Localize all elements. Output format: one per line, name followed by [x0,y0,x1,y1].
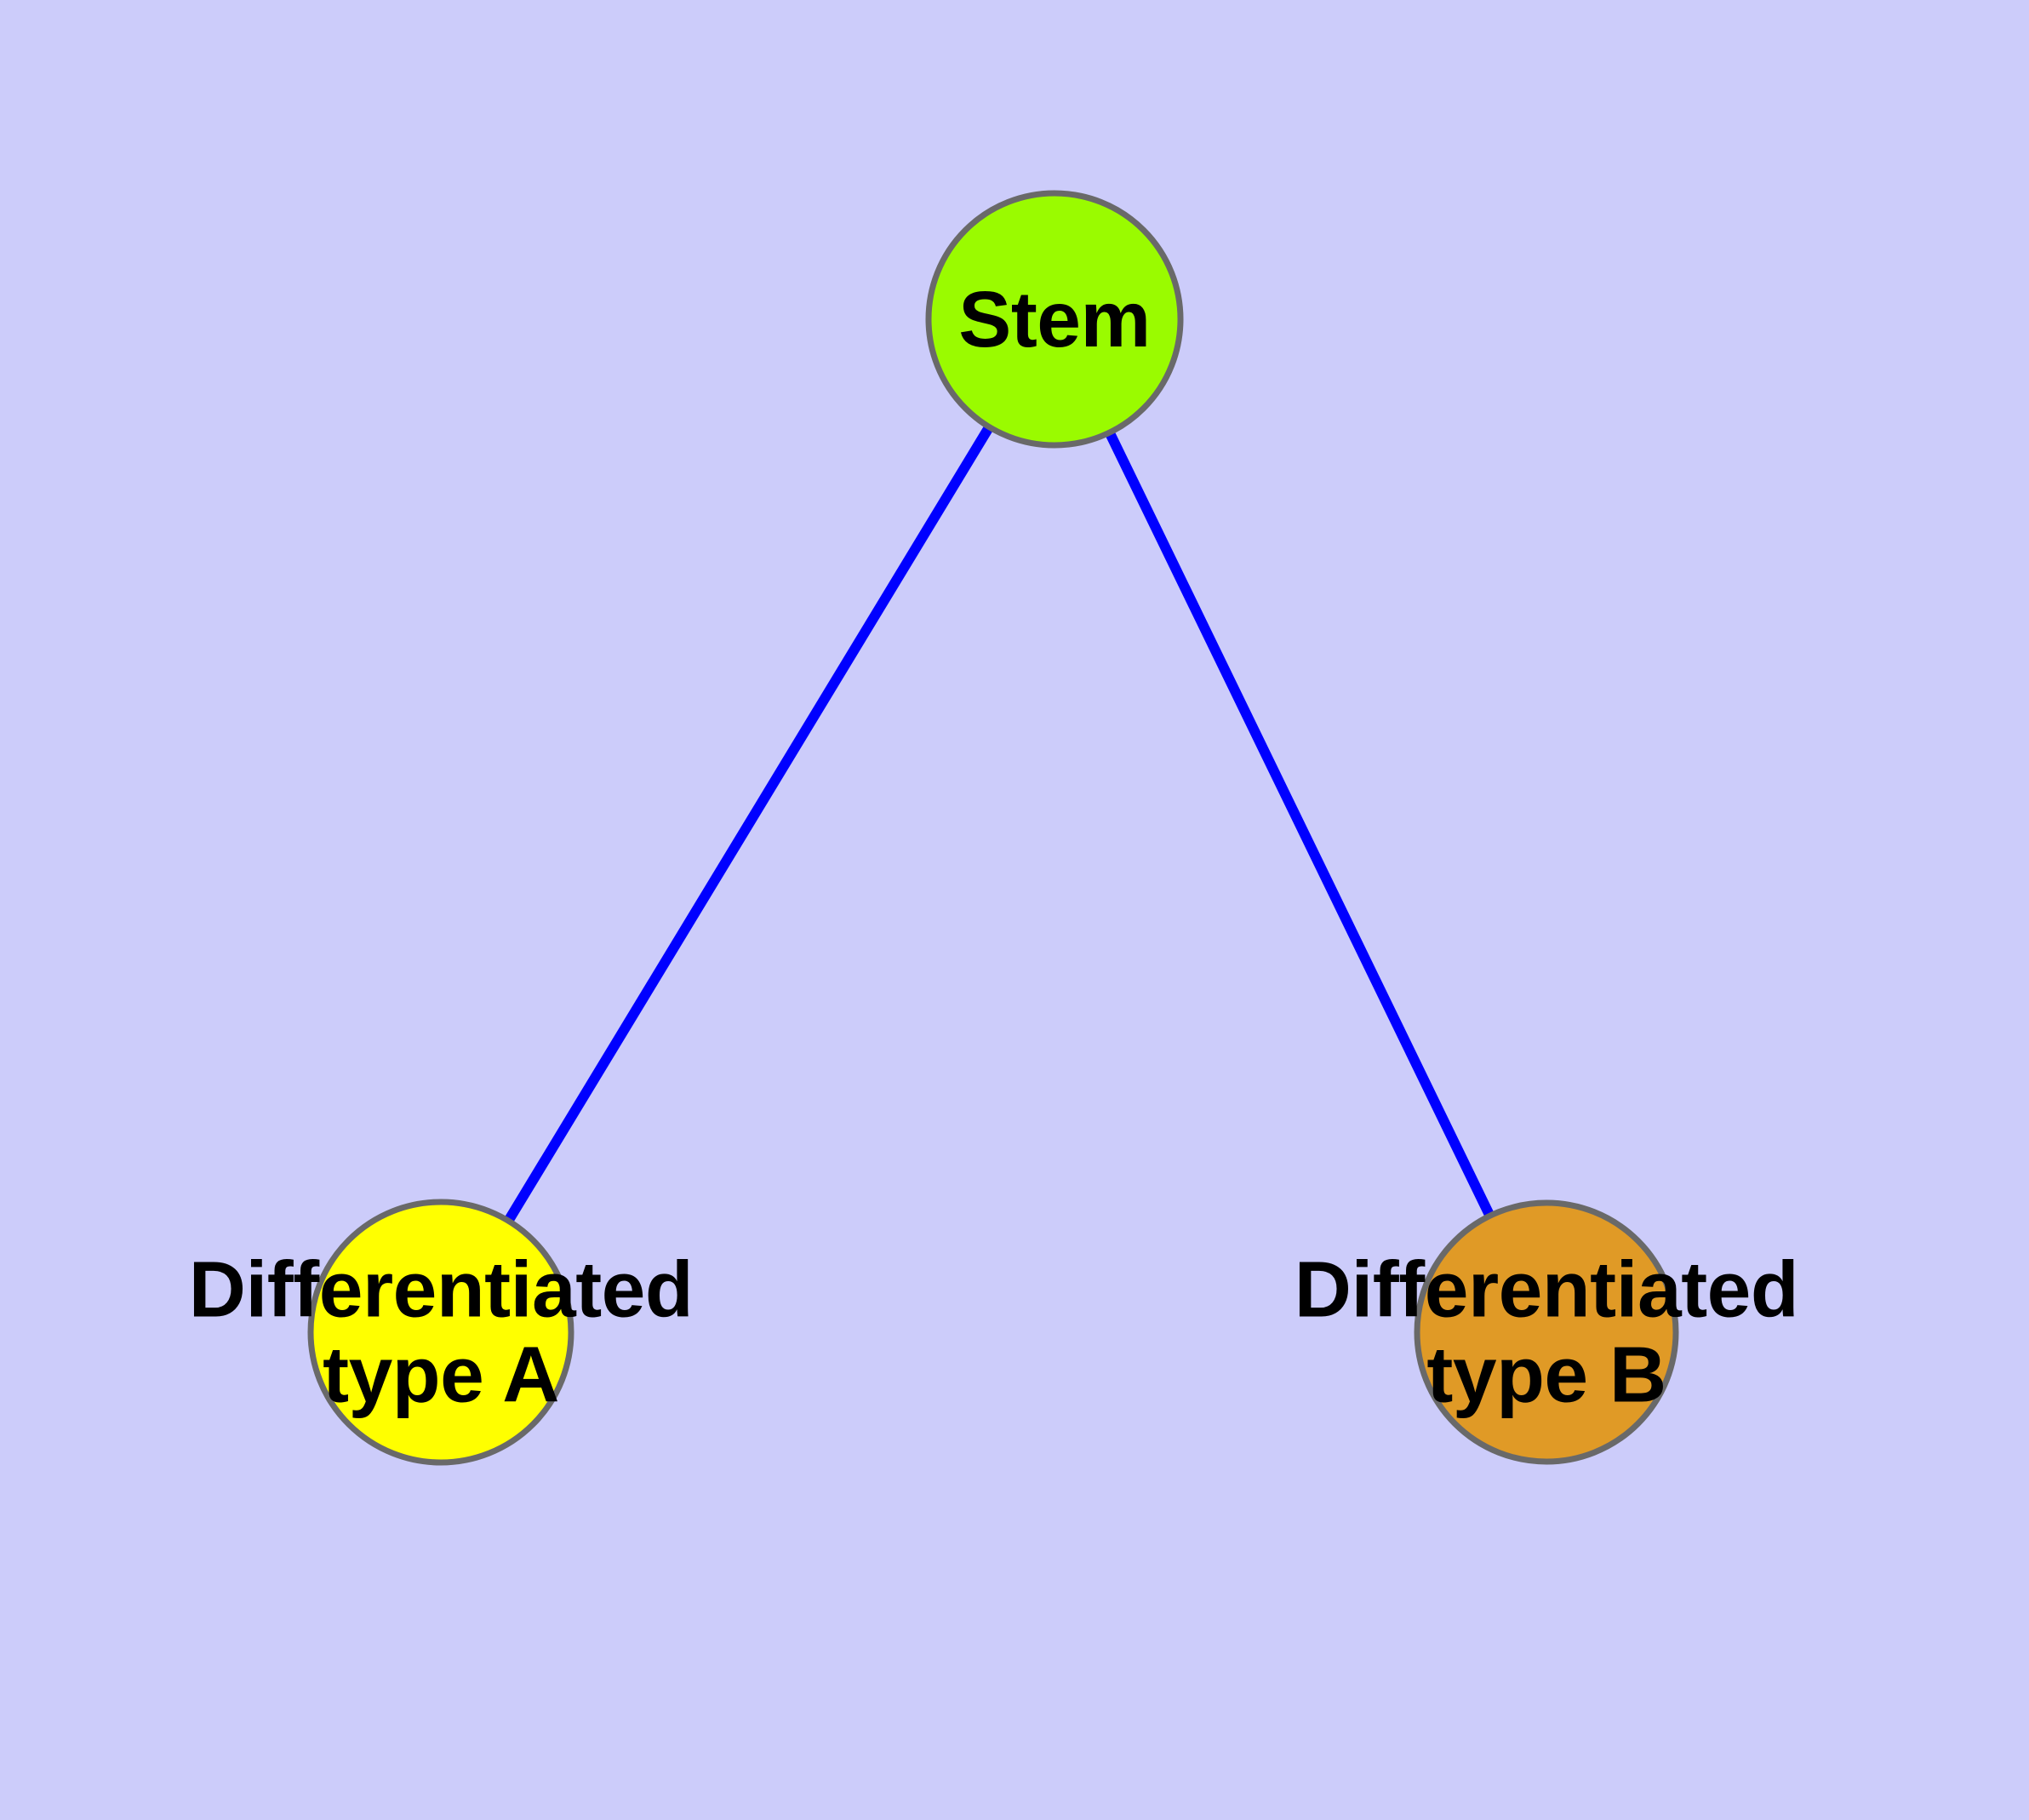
node-circle-diff-a[interactable] [307,1199,574,1466]
node-circle-stem[interactable] [925,190,1184,449]
edge-stem-to-diff-b[interactable] [1049,317,1552,1335]
edge-stem-to-diff-a[interactable] [436,316,1060,1336]
node-circle-diff-b[interactable] [1414,1199,1679,1465]
edge-layer [436,316,1552,1336]
node-layer [307,190,1679,1466]
